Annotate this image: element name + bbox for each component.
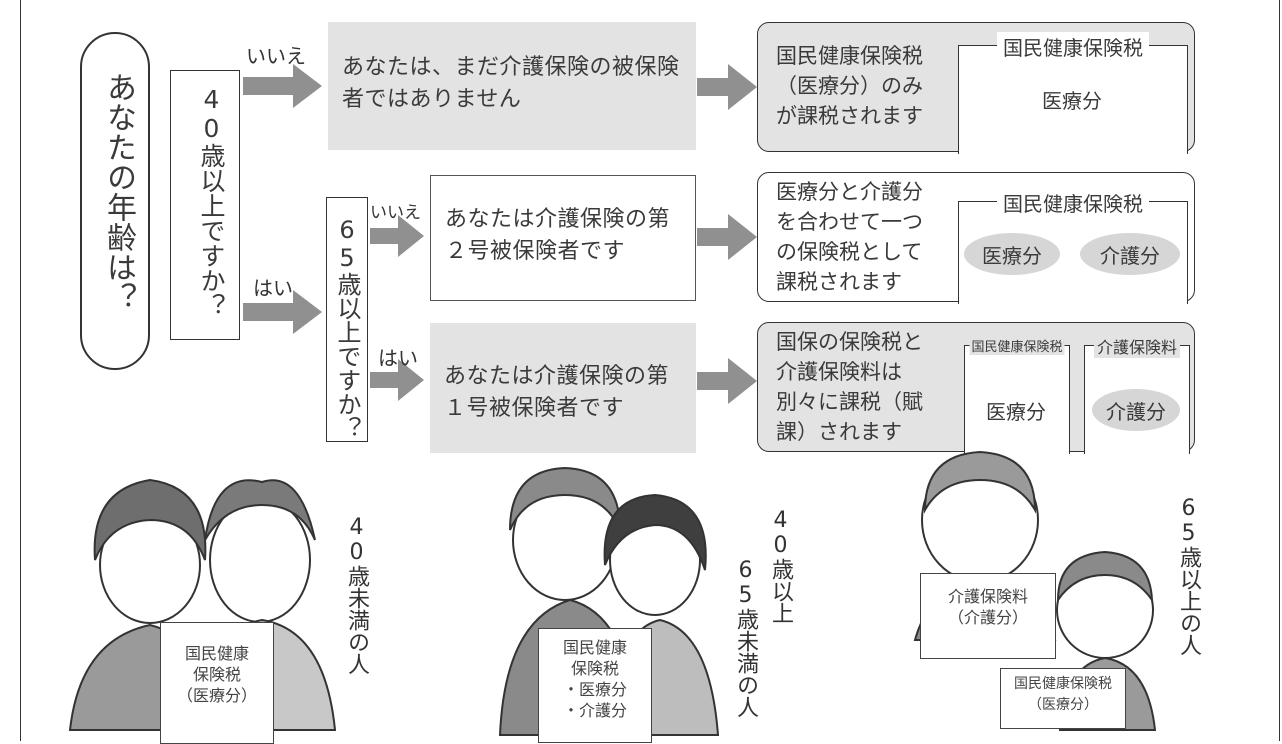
sign-line: ・介護分 [562,701,627,720]
sign-line: 国民健康 [562,638,627,657]
arrow-to-tax-1 [697,64,757,110]
label-yes-65: はい [378,346,418,370]
label-40-and-over: 40歳以上 [768,508,793,624]
arrow-yes-40 [243,290,322,334]
arrow-to-tax-3 [697,358,757,404]
tax-inner-kokuho: 国民健康保険税 [958,32,1188,154]
tax-item-kaigo: 介護分 [1092,389,1180,431]
tax-item-iryo: 医療分 [972,389,1060,431]
sign-line: 介護保険料 [947,587,1028,606]
label-under-40: 40歳未満の人 [344,515,369,675]
sign-line: （医療分） [176,686,257,705]
sign-line: 保険税 [192,665,241,684]
question-age: あなたの年齢は？ [80,32,150,370]
label-no-65: いいえ [370,203,421,223]
tax-text-40-64: 医療分と介護分 を合わせて一つ の保険税として 課税されます [776,180,923,294]
sign-line: （医療分） [1028,697,1098,713]
result-first-insured: あなたは介護保険の第１号被保険者です [430,323,696,453]
question-over-40: 40歳以上ですか？ [170,70,240,340]
tax-inner-title-kokuho: 国民健康保険税 [969,336,1065,355]
tax-box-65: 国保の保険税と 介護保険料は 別々に課税（賦 課）されます 国民健康保険税 医療… [757,322,1195,454]
sign-line: ・医療分 [562,680,627,699]
tax-text-under40: 国民健康保険税 （医療分）のみ が課税されます [776,44,923,128]
sign-person-3a: 介護保険料 （介護分） [920,573,1056,659]
sign-line: （介護分） [947,608,1028,627]
tax-text-65: 国保の保険税と 介護保険料は 別々に課税（賦 課）されます [776,330,923,444]
diagram-frame [20,0,1280,741]
sign-person-3b: 国民健康保険税 （医療分） [1000,668,1126,729]
sign-line: 国民健康 [184,644,249,663]
question-over-65: 65歳以上ですか？ [326,197,368,442]
label-no-40: いいえ [246,44,306,68]
arrow-yes-65 [370,359,424,401]
tax-item-kaigo: 介護分 [1080,233,1180,275]
result-second-insured: あなたは介護保険の第２号被保険者です [430,175,696,301]
tax-box-40-64: 医療分と介護分 を合わせて一つ の保険税として 課税されます 国民健康保険税 医… [757,172,1195,304]
arrow-no-65 [370,215,424,257]
result-not-insured: あなたは、まだ介護保険の被保険者ではありません [328,22,696,150]
tax-inner-title: 国民健康保険税 [997,32,1149,61]
arrow-to-tax-2 [697,214,757,260]
sign-line: 保険税 [570,659,619,678]
arrow-no-40 [243,64,322,108]
tax-item-iryo: 医療分 [964,233,1060,275]
tax-box-under40: 国民健康保険税 （医療分）のみ が課税されます 国民健康保険税 医療分 [757,22,1195,154]
label-under-65: 65歳未満の人 [733,558,758,718]
tax-inner-title-kaigo: 介護保険料 [1093,334,1181,358]
sign-person-2: 国民健康 保険税 ・医療分 ・介護分 [538,628,652,743]
label-65-and-over: 65歳以上の人 [1176,496,1201,656]
sign-line: 国民健康保険税 [1014,676,1112,692]
sign-person-1: 国民健康 保険税 （医療分） [160,622,274,744]
tax-item-iryo: 医療分 [1002,76,1142,122]
tax-inner-title: 国民健康保険税 [997,188,1149,217]
label-yes-40: はい [253,276,293,300]
